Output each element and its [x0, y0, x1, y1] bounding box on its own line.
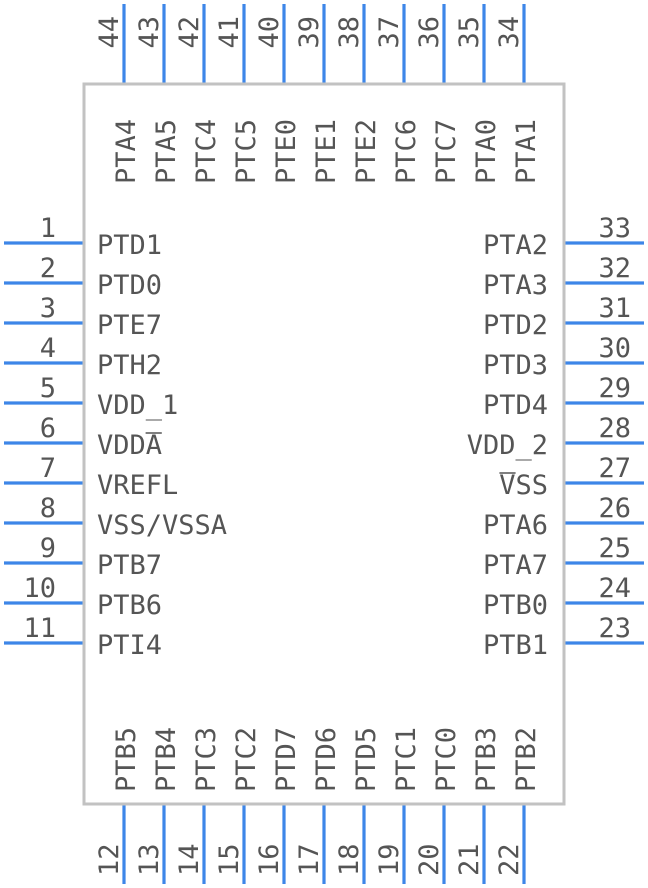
pin-name: PTB5	[111, 727, 142, 792]
pin-name: PTA3	[483, 270, 548, 301]
pin-number: 15	[214, 843, 245, 876]
pin-name: PTE0	[271, 119, 302, 184]
pin-number: 19	[374, 843, 405, 876]
pin-number: 40	[254, 16, 285, 49]
pin-name: PTB2	[511, 727, 542, 792]
pin-name: PTH2	[97, 350, 162, 381]
pin-name: PTC6	[391, 119, 422, 184]
pin-number: 22	[494, 843, 525, 876]
pin-name: VDDA	[97, 430, 162, 461]
pin-number: 30	[598, 333, 631, 364]
pin-lines	[4, 4, 644, 884]
pin-name: VSS	[499, 470, 548, 501]
pin-number: 43	[134, 16, 165, 49]
pin-number: 2	[40, 253, 56, 284]
pin-name: PTA5	[151, 119, 182, 184]
pin-name: PTE2	[351, 119, 382, 184]
pin-name: PTA0	[471, 119, 502, 184]
pin-number: 32	[598, 253, 631, 284]
pin-name: PTD7	[271, 727, 302, 792]
pin-number: 25	[598, 533, 631, 564]
pin-number: 31	[598, 293, 631, 324]
pin-name: PTC5	[231, 119, 262, 184]
pin-name: PTC4	[191, 119, 222, 184]
pin-name: VREFL	[97, 470, 178, 501]
pin-number: 36	[414, 16, 445, 49]
pin-number: 29	[598, 373, 631, 404]
pin-name: PTB1	[483, 630, 548, 661]
pin-labels: 1PTD12PTD03PTE74PTH25VDD_16VDDA7VREFL8VS…	[23, 16, 631, 876]
pin-name: VDD_2	[467, 430, 548, 461]
pin-number: 5	[40, 373, 56, 404]
pin-number: 28	[598, 413, 631, 444]
pin-number: 24	[598, 573, 631, 604]
pin-name: VDD_1	[97, 390, 178, 421]
pin-name: PTA4	[111, 119, 142, 184]
pin-number: 12	[94, 843, 125, 876]
pin-number: 26	[598, 493, 631, 524]
pin-number: 3	[40, 293, 56, 324]
pin-name: PTA2	[483, 230, 548, 261]
pin-number: 10	[23, 573, 56, 604]
pin-number: 21	[454, 843, 485, 876]
pin-number: 9	[40, 533, 56, 564]
pin-number: 17	[294, 843, 325, 876]
pin-number: 16	[254, 843, 285, 876]
pin-name: PTD0	[97, 270, 162, 301]
pin-name: PTD2	[483, 310, 548, 341]
pin-number: 23	[598, 613, 631, 644]
pin-number: 37	[374, 16, 405, 49]
pin-number: 18	[334, 843, 365, 876]
pin-name: PTD5	[351, 727, 382, 792]
pin-number: 11	[23, 613, 56, 644]
pin-name: PTC1	[391, 727, 422, 792]
pin-number: 4	[40, 333, 56, 364]
pin-name: PTA1	[511, 119, 542, 184]
pin-name: PTD4	[483, 390, 548, 421]
pin-name: PTB3	[471, 727, 502, 792]
pin-name: PTE1	[311, 119, 342, 184]
pin-number: 6	[40, 413, 56, 444]
pin-number: 35	[454, 16, 485, 49]
pin-name: PTC3	[191, 727, 222, 792]
pin-name: PTA7	[483, 550, 548, 581]
pin-number: 8	[40, 493, 56, 524]
pin-number: 20	[414, 843, 445, 876]
pin-name: PTC0	[431, 727, 462, 792]
pin-name: PTD1	[97, 230, 162, 261]
pin-name: PTE7	[97, 310, 162, 341]
pin-name: PTC7	[431, 119, 462, 184]
pin-number: 44	[94, 16, 125, 49]
pin-number: 34	[494, 16, 525, 49]
chip-body	[82, 82, 566, 806]
pin-name: PTB4	[151, 727, 182, 792]
pin-name: PTA6	[483, 510, 548, 541]
pin-number: 7	[40, 453, 56, 484]
pin-name: VSS/VSSA	[97, 510, 227, 541]
pin-number: 13	[134, 843, 165, 876]
pin-name: PTB0	[483, 590, 548, 621]
pin-name: PTB6	[97, 590, 162, 621]
pin-number: 27	[598, 453, 631, 484]
pin-name: PTD6	[311, 727, 342, 792]
pin-name: PTI4	[97, 630, 162, 661]
pin-name: PTC2	[231, 727, 262, 792]
pin-number: 14	[174, 843, 205, 876]
pin-number: 41	[214, 16, 245, 49]
pin-number: 1	[40, 213, 56, 244]
pin-number: 38	[334, 16, 365, 49]
pin-number: 33	[598, 213, 631, 244]
pin-number: 42	[174, 16, 205, 49]
pin-name: PTD3	[483, 350, 548, 381]
pin-name: PTB7	[97, 550, 162, 581]
pin-number: 39	[294, 16, 325, 49]
